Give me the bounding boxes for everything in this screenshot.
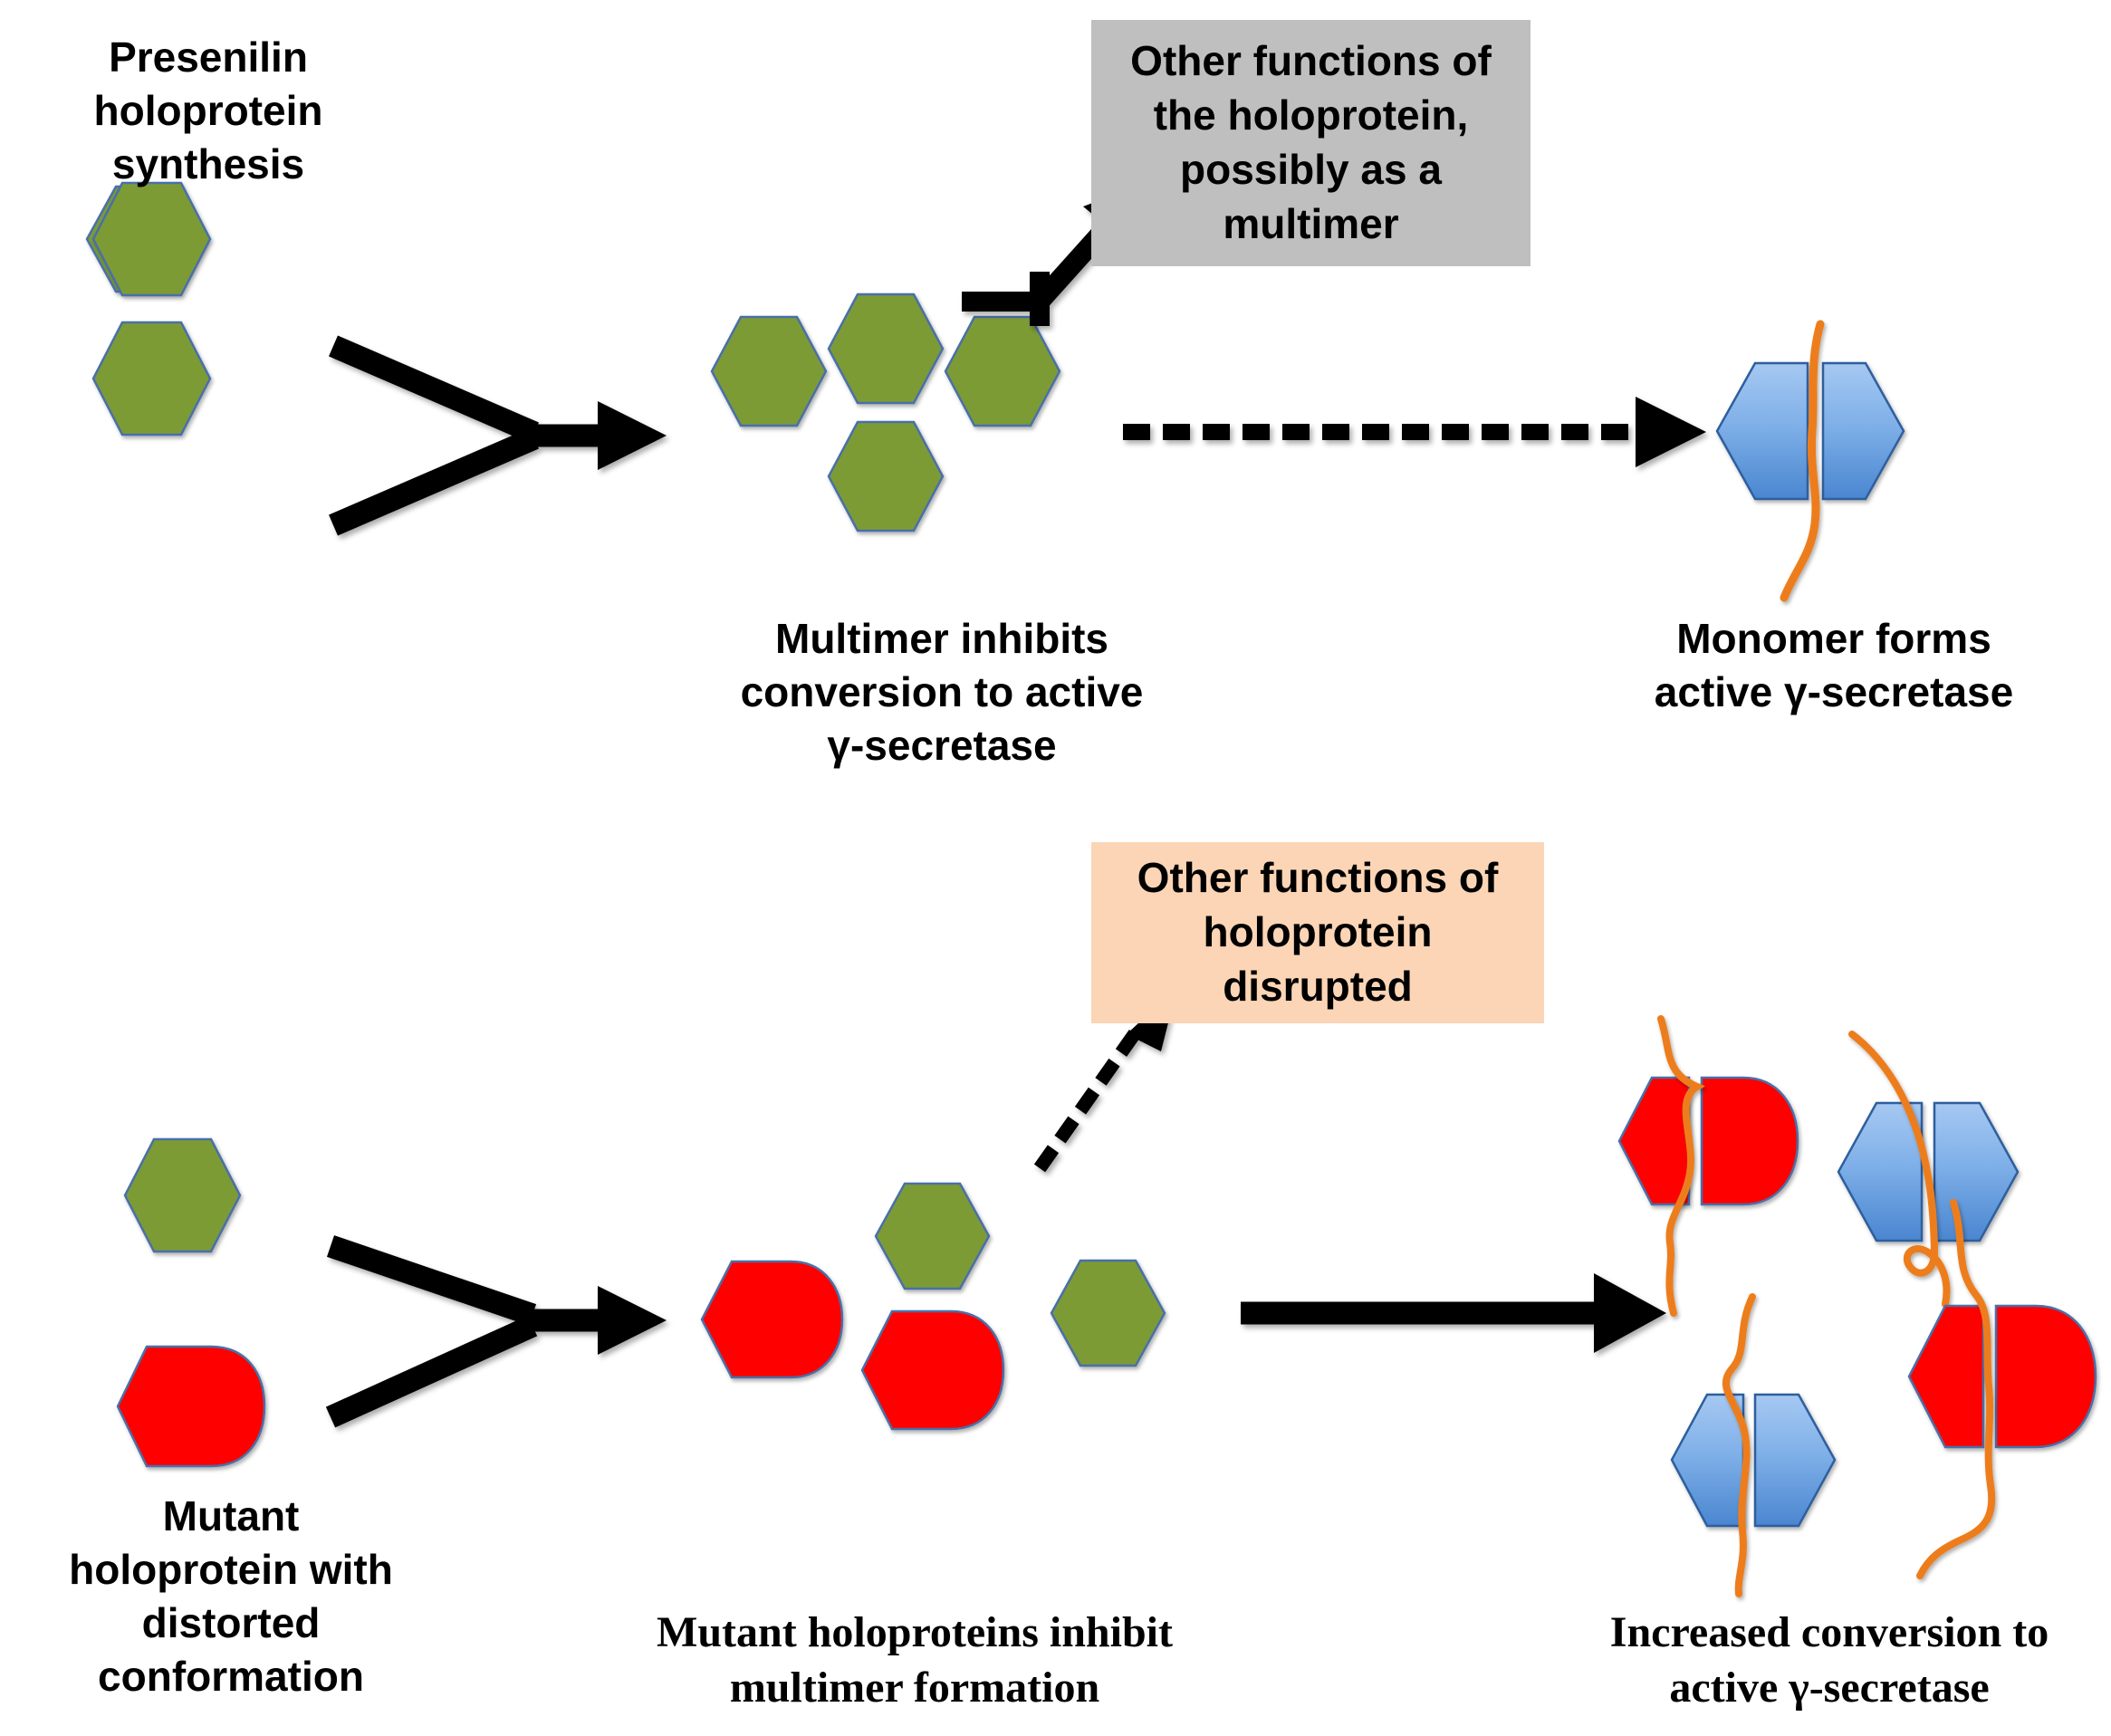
blue-split-hexagon-1 — [1837, 1031, 2020, 1308]
solid-arrow-cluster-to-active — [1241, 1273, 1666, 1353]
presenilin-synthesis-label: Presenilin holoprotein synthesis — [93, 34, 323, 187]
mutant-inhibit-multimer-label: Mutant holoproteins inhibit multimer for… — [657, 1608, 1173, 1712]
converging-arrow-bottom — [325, 1235, 667, 1428]
mutant-holoprotein-label: Mutant holoprotein with distorted confor… — [69, 1492, 393, 1700]
green-hexagon-top-cluster — [874, 1182, 991, 1290]
red-split-distorted-1 — [1617, 1015, 1799, 1317]
red-distorted-hexagon — [116, 1345, 266, 1468]
orange-squiggle — [1722, 1293, 1756, 1597]
green-hexagon-right-cluster — [1050, 1259, 1166, 1367]
peach-callout-box: Other functions of holoprotein disrupted — [1091, 842, 1544, 1023]
peach-callout-text: Other functions of holoprotein disrupted — [1137, 854, 1499, 1010]
orange-squiggle — [1916, 1199, 1996, 1579]
increased-conversion-label: Increased conversion to active γ-secreta… — [1609, 1608, 2049, 1712]
green-hexagon-upper — [85, 185, 208, 293]
converging-arrow-top — [329, 335, 667, 536]
blue-split-hexagon-2 — [1670, 1293, 1837, 1597]
green-hexagon-upper-real — [91, 181, 212, 297]
gray-callout-text: Other functions of the holoprotein, poss… — [1130, 37, 1492, 247]
blue-split-hexagon — [1715, 320, 1905, 602]
gray-callout-box: Other functions of the holoprotein, poss… — [1091, 20, 1530, 266]
red-split-distorted-2 — [1907, 1199, 2097, 1579]
monomer-forms-label: Monomer forms active γ-secretase — [1654, 615, 2014, 715]
multimer-inhibits-label: Multimer inhibits conversion to active γ… — [740, 615, 1144, 769]
orange-squiggle — [1780, 320, 1825, 602]
orange-squiggle — [1657, 1015, 1705, 1317]
green-hexagon-normal — [123, 1137, 242, 1253]
red-distorted-hexagon-left — [700, 1260, 844, 1379]
multimer-cluster-top — [710, 293, 1061, 532]
orange-squiggle — [1848, 1031, 1951, 1308]
dashed-arrow-multimer-to-monomer — [1123, 397, 1706, 467]
green-hexagon-lower — [91, 321, 212, 436]
mutant-cluster — [700, 1182, 1166, 1431]
red-distorted-hexagon-bottom — [860, 1309, 1005, 1431]
